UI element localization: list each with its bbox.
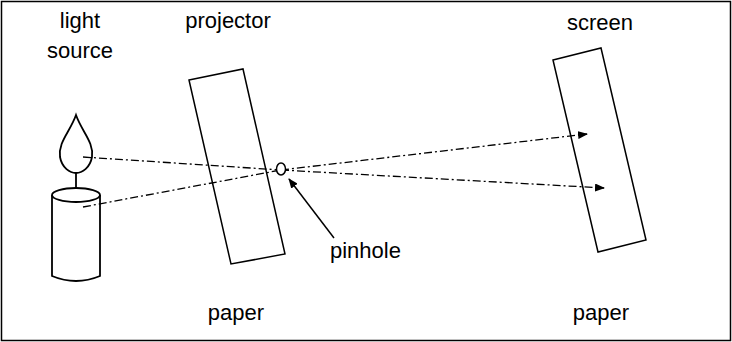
- screen-paper: [553, 48, 646, 252]
- light-rays: [83, 134, 604, 207]
- pinhole-label: pinhole: [330, 236, 401, 266]
- paper-label: paper: [573, 298, 629, 328]
- paper-label: paper: [208, 298, 264, 328]
- light-source-label: light source: [35, 6, 125, 66]
- projector-paper: [189, 69, 285, 264]
- screen-label: screen: [567, 8, 633, 38]
- pinhole-leader: [289, 179, 334, 238]
- candle-light-source: [52, 115, 100, 281]
- projector-label: projector: [185, 6, 271, 36]
- pinhole-hole: [277, 163, 286, 175]
